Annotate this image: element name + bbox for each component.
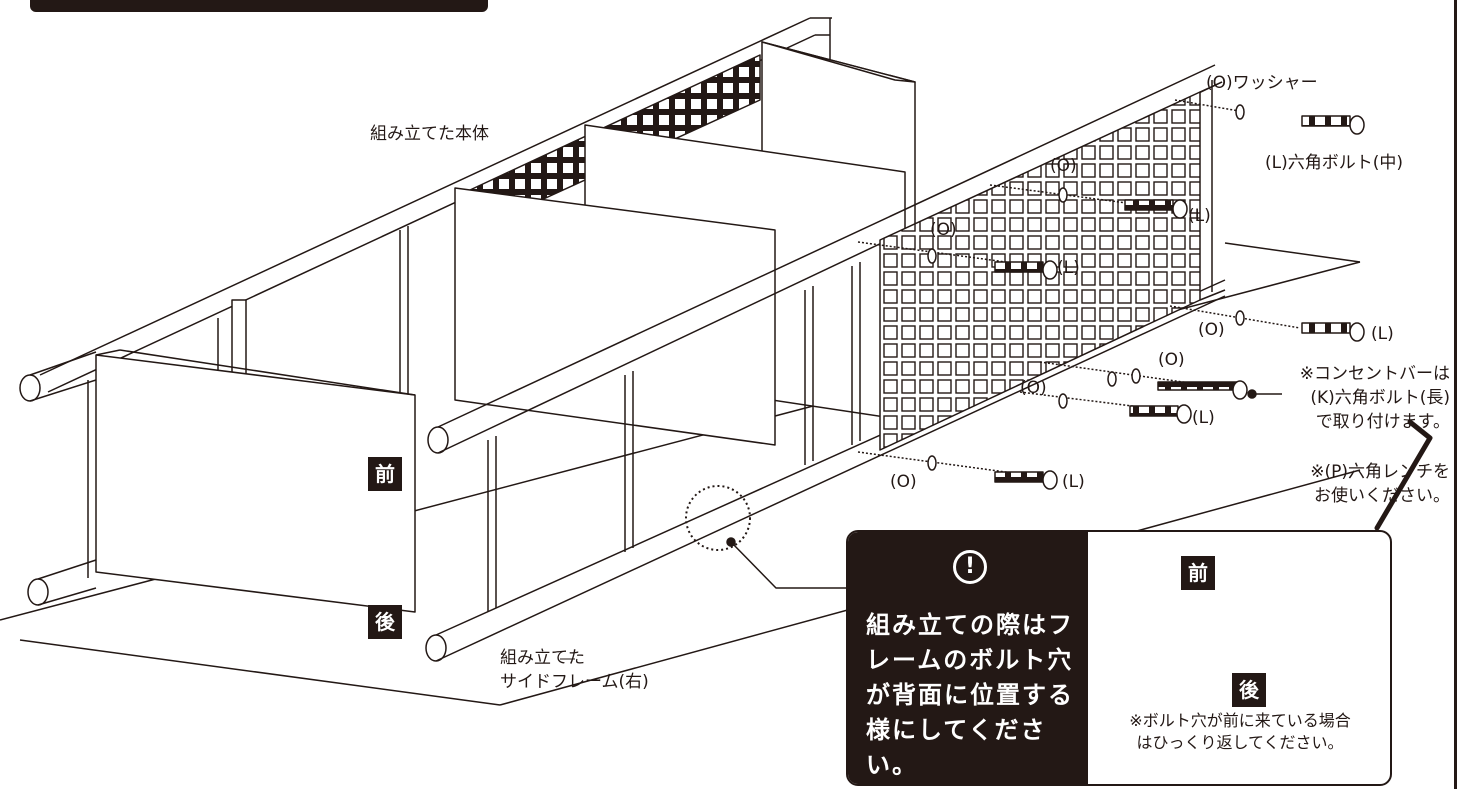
label-l6: (L) xyxy=(1062,472,1085,492)
label-o3: (O) xyxy=(1198,320,1225,340)
label-l3: (L) xyxy=(1371,324,1394,344)
label-l1: (L) xyxy=(1188,206,1211,226)
warning-note-line-2: はひっくり返してください。 xyxy=(1136,733,1344,752)
back-tag: 後 xyxy=(368,605,402,639)
label-l2: (L) xyxy=(1057,258,1080,278)
side-frame-label-line-1: 組み立てた xyxy=(500,648,585,668)
outlet-note-line-2: (K)六角ボルト(長) xyxy=(1310,388,1450,408)
warning-panel: ! 組み立ての際はフレームのボルト穴が背面に位置する様にしてください。 xyxy=(848,532,1088,784)
side-frame-label: 組み立てた サイドフレーム(右) xyxy=(500,646,649,694)
front-tag: 前 xyxy=(368,457,402,491)
wrench-note-line-1: ※(P)六角レンチを xyxy=(1310,462,1450,482)
warning-text: 組み立ての際はフレームのボルト穴が背面に位置する様にしてください。 xyxy=(866,611,1074,779)
bolts-washers xyxy=(857,99,1365,490)
left-legs xyxy=(19,351,97,606)
warning-note: ※ボルト穴が前に来ている場合 はひっくり返してください。 xyxy=(1094,710,1386,754)
divider-panels xyxy=(95,41,916,613)
wrench-note-line-2: お使いください。 xyxy=(1314,486,1450,506)
label-o5: (O) xyxy=(1020,378,1047,398)
label-bolt-medium: (L)六角ボルト(中) xyxy=(1265,153,1404,173)
warning-box: ! 組み立ての際はフレームのボルト穴が背面に位置する様にしてください。 ※ボルト… xyxy=(846,530,1392,786)
label-washer: (O)ワッシャー xyxy=(1206,73,1318,93)
front-tag-small: 前 xyxy=(1181,556,1215,590)
warning-note-line-1: ※ボルト穴が前に来ている場合 xyxy=(1129,711,1351,730)
wrench-note: ※(P)六角レンチを お使いください。 xyxy=(1270,460,1450,508)
exclamation-icon: ! xyxy=(953,550,987,584)
outlet-note-line-3: で取り付けます。 xyxy=(1315,412,1450,432)
back-tag-small: 後 xyxy=(1232,673,1266,707)
label-l5: (L) xyxy=(1192,408,1215,428)
label-o2: (O) xyxy=(930,220,957,240)
header-bar xyxy=(30,0,488,12)
outlet-note-line-1: ※コンセントバーは xyxy=(1299,364,1450,384)
hex-wrench xyxy=(1374,419,1433,531)
side-frame-label-line-2: サイドフレーム(右) xyxy=(500,672,649,692)
label-o1: (O) xyxy=(1050,156,1077,176)
label-o4: (O) xyxy=(1158,350,1185,370)
outlet-leader xyxy=(1247,389,1282,399)
page-border-right xyxy=(1454,0,1457,789)
label-o6: (O) xyxy=(890,472,917,492)
label-assembled-body: 組み立てた本体 xyxy=(370,124,489,144)
outlet-note: ※コンセントバーは (K)六角ボルト(長) で取り付けます。 xyxy=(1270,362,1450,434)
bolt-hole-zoom xyxy=(685,485,846,589)
